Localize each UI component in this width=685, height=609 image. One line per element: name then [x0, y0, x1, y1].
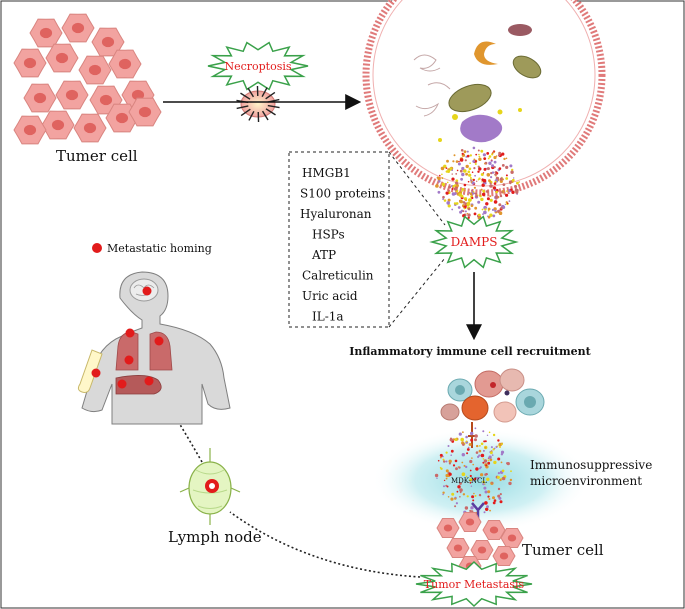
mdk-ncl-label: MDK-NCL: [451, 477, 487, 485]
damps-item: HSPs: [312, 228, 345, 242]
tumor-cell-label-top: Tumer cell: [56, 147, 138, 165]
necroptosis-label: Necroptosis: [224, 60, 291, 73]
exploding-cell-icon: [236, 85, 280, 123]
metastatic-homing-legend: Metastatic homing: [92, 242, 212, 255]
damps-item: Calreticulin: [302, 269, 374, 283]
damps-item: HMGB1: [302, 166, 351, 180]
damps-item: IL-1a: [312, 310, 344, 324]
released-damps-particles: [435, 146, 520, 220]
immune-cell-cluster: [440, 368, 545, 448]
tumor-metastasis-starburst: Tumor Metastasis: [415, 560, 533, 608]
damps-starburst: DAMPS: [429, 215, 519, 269]
damps-item: ATP: [311, 248, 336, 262]
damps-item: Hyaluronan: [300, 207, 372, 221]
tumor-cell-cluster-top: [13, 13, 162, 145]
tumor-cell-label-bottom: Tumer cell: [522, 541, 604, 559]
tumor-cell-cluster-bottom: [436, 512, 524, 576]
path-to-lymph-node: [229, 511, 421, 578]
immunosuppressive-label-line2: microenvironment: [530, 474, 642, 488]
recruitment-label: Inflammatory immune cell recruitment: [349, 345, 591, 358]
lymph-node-icon: [179, 448, 241, 525]
microenvironment-particles: [434, 427, 513, 516]
damps-item: S100 proteins: [300, 187, 385, 201]
necroptosis-starburst: Necroptosis: [207, 41, 309, 91]
lymph-node-label: Lymph node: [168, 528, 262, 546]
damps-list-box: [288, 151, 390, 328]
tumor-metastasis-label: Tumor Metastasis: [424, 578, 525, 591]
metastatic-homing-label: Metastatic homing: [107, 242, 212, 255]
box-connector-bottom: [388, 257, 446, 328]
immunosuppressive-label-line1: Immunosuppressive: [530, 458, 652, 472]
microenvironment-cloud: [372, 428, 590, 532]
damps-item: Uric acid: [302, 289, 358, 303]
human-body-figure: [77, 271, 231, 425]
legend-dot-icon: [92, 243, 102, 253]
necrotic-cell: [362, 0, 606, 197]
damps-label: DAMPS: [451, 235, 498, 249]
